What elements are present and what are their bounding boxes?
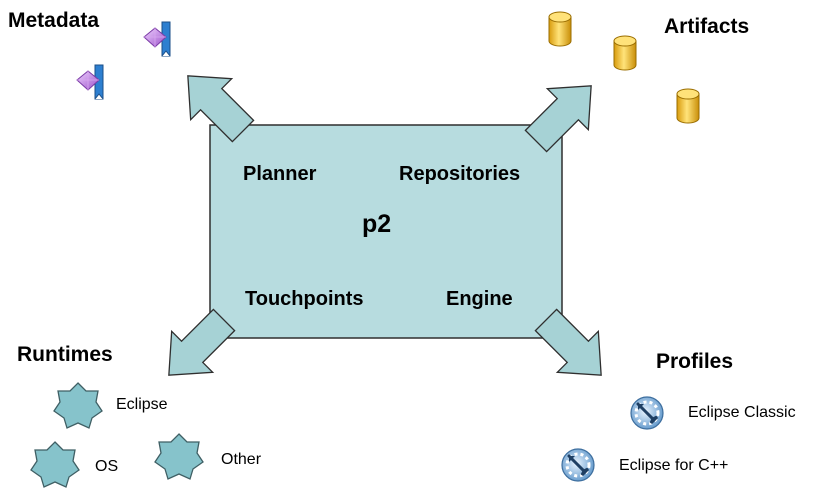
arrow-to-metadata [187,75,255,143]
touchpoints-label: Touchpoints [245,288,364,310]
metadata-icon [76,64,104,100]
runtime-other-icon [154,433,204,480]
repositories-label: Repositories [399,163,521,185]
arrow-to-runtimes [168,308,236,376]
artifact-cylinder-icon [676,88,700,124]
arrow-to-artifacts [524,85,592,153]
runtime-item-other: Other [221,451,262,468]
profile-eclipse-cpp-icon [560,447,596,483]
engine-label: Engine [446,288,513,310]
runtime-os-icon [30,441,80,488]
artifact-cylinder-icon [548,11,572,47]
runtime-item-eclipse: Eclipse [116,396,168,413]
metadata-title: Metadata [8,9,100,32]
profile-eclipse-classic-icon [629,395,665,431]
p2-box [209,124,563,339]
runtimes-title: Runtimes [17,343,113,366]
artifacts-title: Artifacts [664,15,750,38]
metadata-icon [143,21,171,57]
p2-title: p2 [362,210,392,238]
profiles-title: Profiles [656,350,734,373]
runtime-eclipse-icon [53,382,103,429]
artifact-cylinder-icon [613,35,637,71]
runtime-item-os: OS [95,458,119,475]
arrow-to-profiles [534,308,602,376]
profile-item-eclipse-cpp: Eclipse for C++ [619,457,729,474]
profile-item-eclipse-classic: Eclipse Classic [688,404,796,421]
planner-label: Planner [243,163,317,185]
